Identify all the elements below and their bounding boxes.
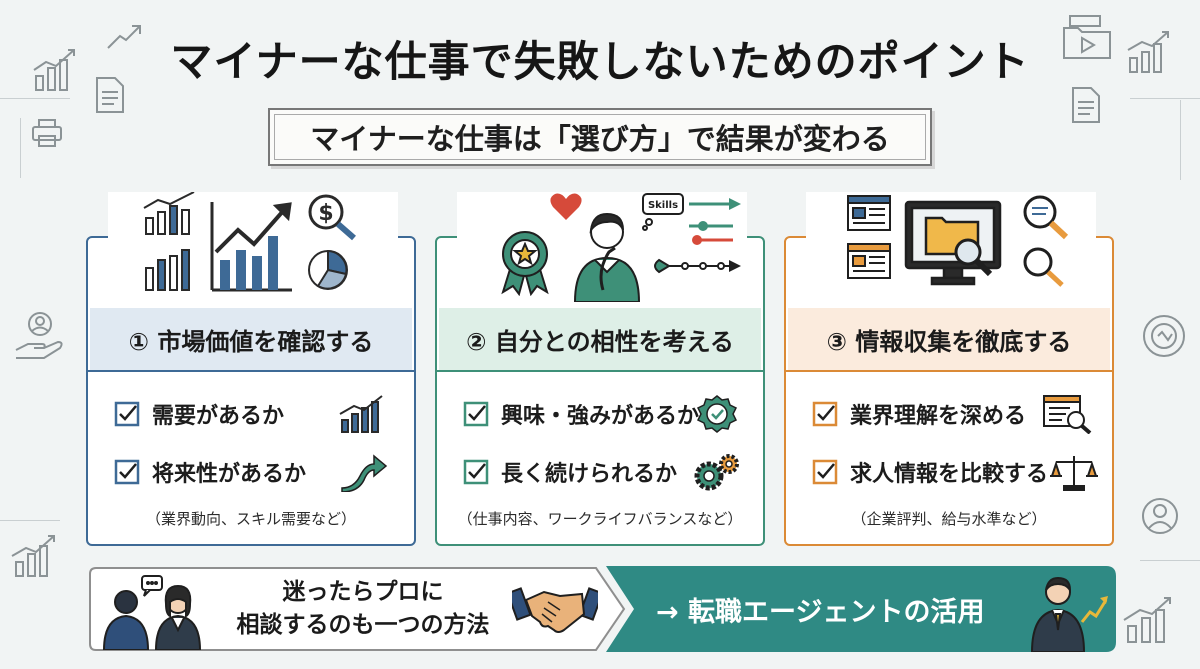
- video-folder-icon: [1063, 15, 1111, 59]
- card-illustration: [806, 192, 1096, 300]
- card-heading: ① 市場価値を確認する: [90, 308, 412, 370]
- bg-line: [0, 520, 60, 521]
- agent-banner-bg: [606, 566, 1116, 652]
- checkbox-checked-icon: [463, 459, 489, 485]
- gears-icon: [694, 454, 739, 491]
- card-compatibility: Skills ② 自分との相性を考える 興味・強みがあるか 長く続けられるか （…: [435, 192, 765, 546]
- bar-chart-icon: [33, 49, 75, 91]
- card-research: ③ 情報収集を徹底する 業界理解を深める 求人情報を比較する （企業評判、給与水…: [784, 192, 1114, 546]
- checkbox-checked-icon: [114, 401, 140, 427]
- check-item-label: 将来性があるか: [152, 462, 307, 487]
- document-icon: [1072, 87, 1100, 123]
- check-item: 需要があるか: [114, 394, 396, 434]
- card-illustration: $: [108, 192, 398, 300]
- businessman-icon: [1030, 576, 1108, 652]
- page-title: マイナーな仕事で失敗しないためのポイント: [170, 37, 1030, 86]
- badge-check-icon: [696, 395, 738, 433]
- skills-bubble-icon: Skills: [642, 193, 741, 274]
- consult-line-2: 相談するのも一つの方法: [236, 612, 490, 638]
- bg-line: [1180, 100, 1181, 180]
- card-heading: ② 自分との相性を考える: [439, 308, 761, 370]
- document-icon: [96, 77, 124, 113]
- curved-arrow-up-icon: [341, 454, 388, 492]
- check-item: 将来性があるか: [114, 452, 396, 492]
- webpage-icon: [847, 195, 891, 231]
- card-heading: ③ 情報収集を徹底する: [788, 308, 1110, 370]
- bg-line: [0, 98, 70, 99]
- check-item-label: 需要があるか: [152, 404, 285, 429]
- subtitle-box: マイナーな仕事は「選び方」で結果が変わる: [268, 108, 932, 166]
- check-item: 業界理解を深める: [812, 394, 1094, 434]
- card-note: （業界動向、スキル需要など）: [145, 510, 356, 528]
- trend-arrow-icon: [107, 25, 141, 49]
- check-item: 求人情報を比較する: [812, 452, 1098, 492]
- thinking-person-icon: [573, 212, 641, 302]
- card-divider: [88, 370, 414, 372]
- magnifier-icon: [1023, 247, 1064, 287]
- agent-banner: → 転職エージェントの活用: [606, 566, 1116, 652]
- card-note: （企業評判、給与水準など）: [851, 510, 1047, 528]
- checkbox-checked-icon: [812, 459, 838, 485]
- consult-line-1: 迷ったらプロに: [282, 579, 444, 605]
- check-item-label: 興味・強みがあるか: [501, 404, 700, 429]
- card-divider: [437, 370, 763, 372]
- check-item-label: 業界理解を深める: [850, 404, 1027, 429]
- checkbox-checked-icon: [114, 459, 140, 485]
- user-hand-icon: [15, 312, 63, 359]
- check-item-label: 長く続けられるか: [501, 462, 678, 487]
- scale-icon: [1050, 456, 1098, 491]
- bg-line: [20, 118, 21, 178]
- checkbox-checked-icon: [812, 401, 838, 427]
- subtitle-text: マイナーな仕事は「選び方」で結果が変わる: [310, 122, 890, 156]
- growth-chart-icon: [210, 202, 292, 292]
- printer-icon: [32, 119, 62, 147]
- bar-chart-icon: [11, 535, 55, 577]
- check-item: 長く続けられるか: [463, 452, 745, 492]
- agent-banner-text: → 転職エージェントの活用: [656, 596, 985, 628]
- pie-chart-icon: [308, 249, 348, 290]
- consult-banner-text: 迷ったらプロに 相談するのも一つの方法: [218, 576, 508, 642]
- bg-line: [1130, 98, 1200, 99]
- bg-line: [1140, 560, 1200, 561]
- heart-icon: [550, 193, 582, 220]
- card-note: （仕事内容、ワークライフバランスなど）: [457, 510, 743, 528]
- bar-chart-icon: [1123, 597, 1171, 643]
- user-circle-icon: [1142, 498, 1178, 534]
- skills-label: Skills: [648, 200, 678, 211]
- card-market-value: $ ① 市場価値を確認する 需要があるか 将来性があるか （業界動向、スキル需要…: [86, 192, 416, 546]
- webpage-icon: [847, 243, 891, 279]
- award-ribbon-icon: [501, 231, 549, 296]
- check-item-label: 求人情報を比較する: [850, 462, 1049, 487]
- money-magnifier-icon: $: [308, 194, 356, 241]
- checkbox-checked-icon: [463, 401, 489, 427]
- brain-gear-icon: [1143, 315, 1185, 357]
- monitor-folder-icon: [904, 200, 1002, 286]
- card-illustration: Skills: [457, 192, 747, 302]
- bar-chart-icon: [1127, 31, 1169, 73]
- check-item: 興味・強みがあるか: [463, 394, 745, 434]
- consult-banner: 迷ったらプロに 相談するのも一つの方法: [88, 566, 628, 652]
- consultation-people-icon: [102, 575, 202, 650]
- consult-banner-frame: [89, 567, 626, 651]
- magnifier-icon: [1023, 195, 1069, 240]
- card-divider: [786, 370, 1112, 372]
- rising-bars-icon: [339, 395, 383, 433]
- svg-text:$: $: [318, 201, 333, 226]
- document-search-icon: [1043, 395, 1092, 434]
- bar-chart-illustration-icon: [143, 192, 195, 291]
- handshake-icon: [512, 587, 598, 633]
